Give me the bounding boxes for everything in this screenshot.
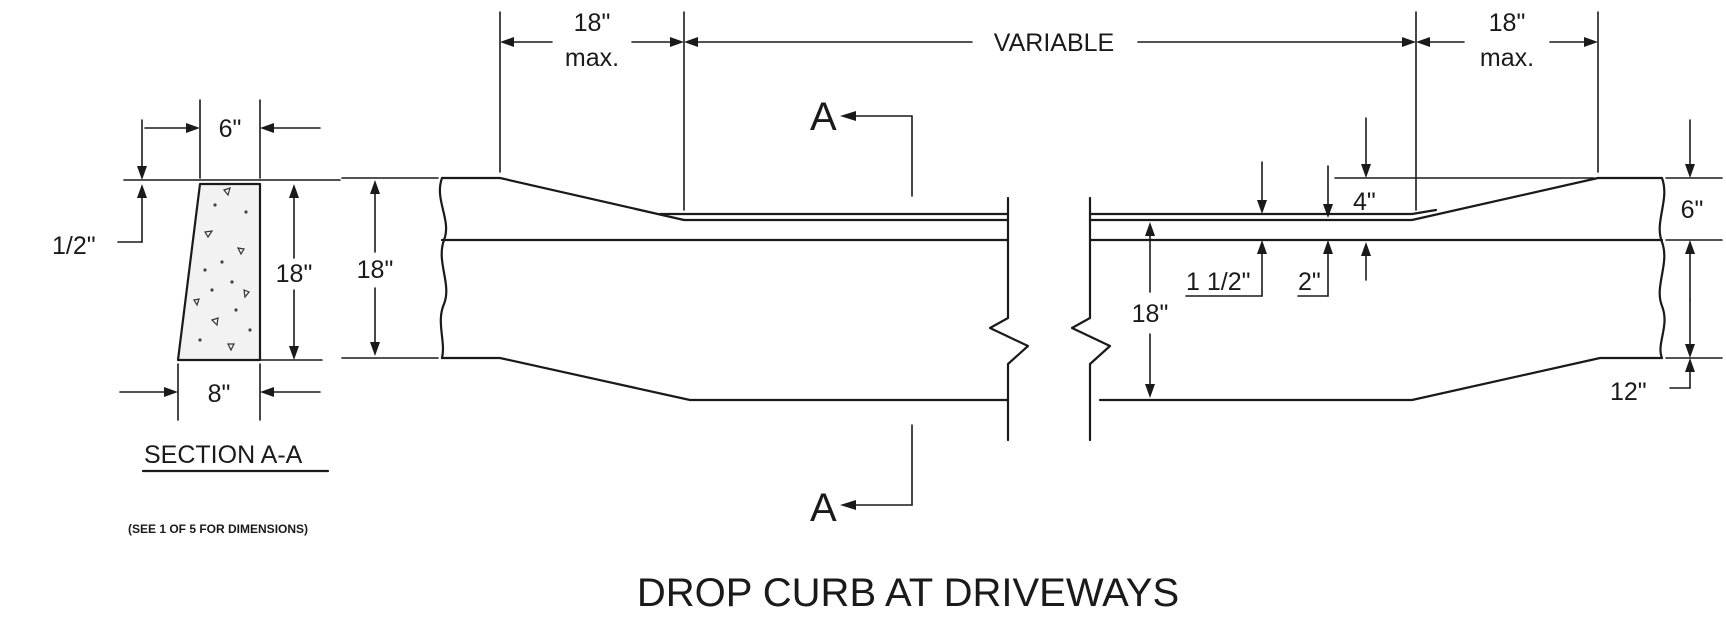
label-reveal: 6" <box>1681 196 1704 224</box>
dim-reveal: 6" <box>1665 119 1723 301</box>
elevation-right: 4" 1 1/2" 2" 18" <box>1070 117 1723 442</box>
left-piece-break <box>988 196 1030 442</box>
label-left-height: 18" <box>357 256 394 284</box>
label-top-width: 6" <box>219 115 242 143</box>
dim-lip-b: 2" <box>1297 165 1333 297</box>
label-bottom-width: 8" <box>208 380 231 408</box>
label-lip-b: 2" <box>1298 268 1321 296</box>
cut-label-top: A <box>810 95 837 139</box>
right-piece-break <box>1070 196 1112 442</box>
section-note: (SEE 1 OF 5 FOR DIMENSIONS) <box>128 522 308 536</box>
top-dimension-chain: 18" max. VARIABLE 18" max. <box>499 9 1599 211</box>
label-drop: 4" <box>1353 188 1376 216</box>
dim-left-height: 18" <box>341 177 439 359</box>
label-section-height: 18" <box>276 260 313 288</box>
right-break-line <box>1658 176 1666 360</box>
dim-batter: 1/2" <box>52 119 341 260</box>
label-variable: VARIABLE <box>994 29 1114 57</box>
section-a-a: 6" 1/2" 18" 8" <box>52 99 341 536</box>
dim-top-width: 6" <box>144 99 321 179</box>
section-title: SECTION A-A <box>144 441 303 469</box>
left-break-line <box>438 176 448 360</box>
label-batter: 1/2" <box>52 232 96 260</box>
cut-marker-top: A <box>810 95 913 197</box>
label-lip-a: 1 1/2" <box>1186 268 1250 296</box>
dim-right-depth: 18" <box>1132 222 1169 398</box>
label-right-flare-2: max. <box>1480 44 1534 72</box>
concrete-hatching <box>193 187 252 352</box>
dim-bottom-drop: 12" <box>1610 299 1723 406</box>
label-left-flare-2: max. <box>565 44 619 72</box>
cut-marker-bottom: A <box>810 424 913 530</box>
curb-section-profile <box>176 182 262 362</box>
cut-label-bottom: A <box>810 486 837 530</box>
label-bottom-drop: 12" <box>1610 378 1647 406</box>
label-right-depth: 18" <box>1132 300 1169 328</box>
dim-section-height: 18" <box>259 184 323 361</box>
drawing-title: DROP CURB AT DRIVEWAYS <box>637 571 1179 615</box>
elevation-left: 18" A A <box>341 95 1030 530</box>
dim-drop: 4" <box>1334 117 1595 281</box>
label-right-flare-1: 18" <box>1489 9 1526 37</box>
dim-bottom-width: 8" <box>119 363 321 421</box>
dim-lip-a: 1 1/2" <box>1185 161 1267 297</box>
label-left-flare-1: 18" <box>574 9 611 37</box>
